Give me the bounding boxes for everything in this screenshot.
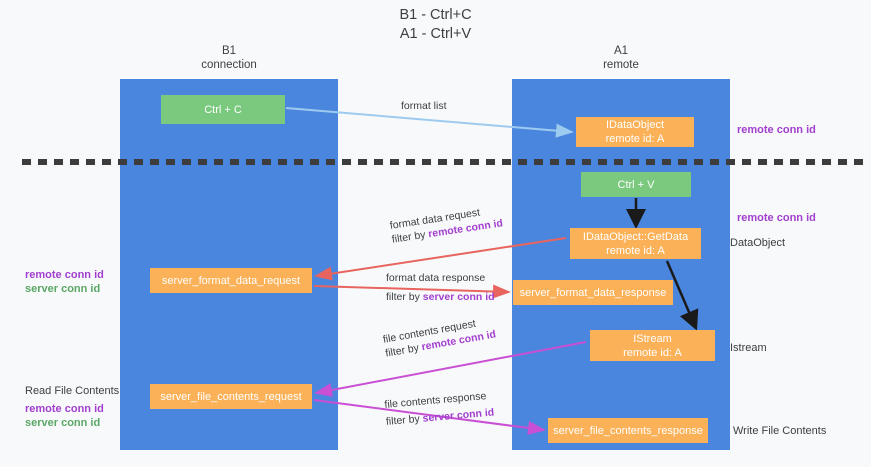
- column-header-b1-name: B1: [221, 45, 237, 57]
- box-istream-line2: remote id: A: [623, 346, 682, 359]
- box-getdata-line1: IDataObject::GetData: [582, 230, 689, 243]
- box-server-format-data-response[interactable]: server_format_data_response: [513, 280, 673, 305]
- box-sfc-request-label: server_file_contents_request: [160, 390, 302, 403]
- page-title: B1 - Ctrl+C A1 - Ctrl+V: [0, 6, 871, 44]
- edge-label-format-data-response: format data response filter by server co…: [386, 272, 495, 303]
- arrow-getdata-to-istream: [665, 260, 699, 331]
- box-ctrl-v-label: Ctrl + V: [617, 178, 655, 191]
- annotation-remote-conn-id-mid: remote conn id: [737, 212, 816, 224]
- box-server-file-contents-request[interactable]: server_file_contents_request: [150, 384, 312, 409]
- annotation-write-file-contents: Write File Contents: [733, 425, 827, 437]
- box-server-format-data-request[interactable]: server_format_data_request: [150, 268, 312, 293]
- column-header-a1-sub: remote: [603, 59, 639, 71]
- column-header-a1-name: A1: [613, 45, 629, 57]
- edge-label-fdresp-filter-prefix: filter by: [386, 291, 423, 303]
- annotation-left-server-conn-id-1: server conn id: [25, 283, 101, 295]
- arrow-format-data-response: [313, 284, 511, 299]
- box-idataobject-line1: IDataObject: [605, 119, 665, 131]
- title-line-1: B1 - Ctrl+C: [399, 7, 472, 23]
- title-line-2: A1 - Ctrl+V: [399, 26, 472, 42]
- edge-label-format-list-text: format list: [401, 100, 447, 112]
- column-header-a1: A1 remote: [512, 44, 730, 72]
- annotation-left-remote-conn-id-2: remote conn id: [25, 403, 104, 415]
- column-header-b1-sub: connection: [201, 59, 257, 71]
- box-ctrl-v[interactable]: Ctrl + V: [581, 172, 691, 197]
- arrow-file-contents-request: [314, 341, 587, 397]
- annotation-left-server-conn-id-2: server conn id: [25, 417, 101, 429]
- box-sfd-request-label: server_format_data_request: [161, 274, 301, 287]
- box-server-file-contents-response[interactable]: server_file_contents_response: [548, 418, 708, 443]
- box-idataobject-getdata[interactable]: IDataObject::GetData remote id: A: [570, 228, 701, 259]
- column-header-b1: B1 connection: [120, 44, 338, 72]
- arrow-format-list: [285, 107, 574, 138]
- arrow-file-contents-response: [313, 399, 546, 435]
- edge-label-fdresp-filter-key: server conn id: [422, 291, 495, 303]
- annotation-left-remote-conn-id-1: remote conn id: [25, 269, 104, 281]
- annotation-dataobject: DataObject: [730, 237, 786, 249]
- box-idataobject[interactable]: IDataObject remote id: A: [576, 117, 694, 147]
- box-getdata-line2: remote id: A: [606, 244, 665, 257]
- annotation-remote-conn-id-top: remote conn id: [737, 124, 816, 136]
- box-sfc-response-label: server_file_contents_response: [553, 424, 703, 437]
- box-istream-line1: IStream: [633, 332, 672, 345]
- edge-label-fdresp-line1: format data response: [386, 272, 486, 284]
- annotation-istream: Istream: [730, 342, 767, 354]
- edge-label-format-list: format list: [401, 100, 447, 112]
- box-ctrl-c-label: Ctrl + C: [204, 103, 242, 116]
- box-istream[interactable]: IStream remote id: A: [590, 330, 715, 361]
- box-idataobject-line2: remote id: A: [605, 133, 665, 145]
- edge-label-fdresp-filter: filter by server conn id: [386, 291, 495, 303]
- box-sfd-response-label: server_format_data_response: [519, 286, 667, 299]
- box-ctrl-c[interactable]: Ctrl + C: [161, 95, 285, 124]
- arrow-format-data-request: [314, 237, 567, 281]
- annotation-read-file-contents: Read File Contents: [25, 385, 120, 397]
